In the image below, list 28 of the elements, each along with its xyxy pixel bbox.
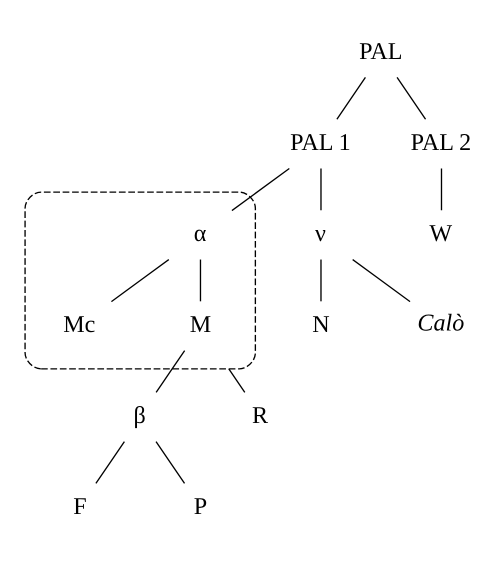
node-text: F [72,494,86,520]
node-text: W [428,220,452,247]
node-text: Calò [416,310,464,337]
connector [320,168,322,210]
node-text: N [312,312,330,338]
node-text: β [133,402,146,429]
connector [231,168,290,212]
node-text: P [193,494,207,520]
connector [155,441,185,484]
connector [336,77,366,120]
node-text: R [252,402,268,429]
connector [110,258,169,302]
connector [352,259,410,302]
node-text: Mc [62,312,95,338]
node-text: PAL 1 [290,130,350,156]
connector [440,168,442,210]
connector [228,368,245,393]
node-text: M [189,312,211,338]
connector [94,441,124,484]
cluster [24,191,256,370]
node-text: α [193,220,206,247]
node-text: ν [314,220,326,247]
connector [155,350,185,393]
node-text: PAL 2 [410,130,471,156]
node-text: PAL [358,38,402,65]
connector [199,260,201,302]
connector [396,77,426,120]
connector [320,260,322,302]
